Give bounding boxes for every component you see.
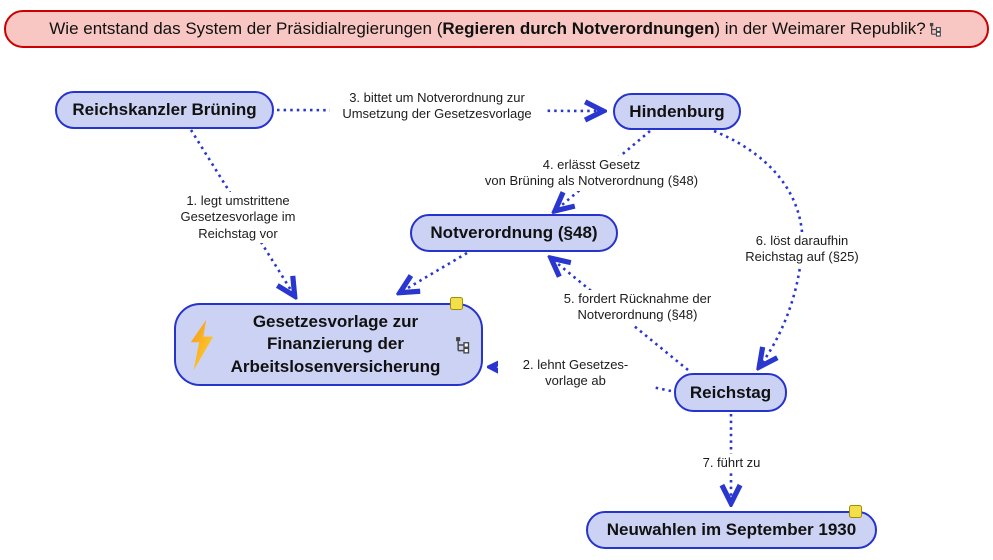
question-text-bold: Regieren durch Notverordnungen	[442, 19, 715, 38]
question-text-before: Wie entstand das System der Präsidialreg…	[49, 19, 443, 38]
node-label: Neuwahlen im September 1930	[606, 520, 857, 539]
node-label: Reichskanzler Brüning	[72, 100, 257, 119]
edge-label-2[interactable]: 2. lehnt Gesetzes- vorlage ab	[498, 356, 653, 391]
node-hindenburg[interactable]: Hindenburg	[613, 93, 741, 130]
node-reichskanzler-bruening[interactable]: Reichskanzler Brüning	[55, 91, 274, 129]
question-node[interactable]: Wie entstand das System der Präsidialreg…	[4, 10, 989, 48]
edge-label-7[interactable]: 7. führt zu	[684, 454, 779, 473]
edge-notverordnung-gesetzesvorlage[interactable]	[401, 251, 468, 292]
node-reichstag[interactable]: Reichstag	[674, 373, 787, 412]
branch-icon[interactable]	[929, 22, 944, 37]
branch-icon[interactable]	[455, 336, 473, 354]
edge-label-4[interactable]: 4. erlässt Gesetz von Brüning als Notver…	[468, 156, 715, 191]
node-neuwahlen[interactable]: Neuwahlen im September 1930	[586, 511, 877, 549]
node-label: Reichstag	[689, 382, 772, 402]
node-gesetzesvorlage[interactable]: Gesetzesvorlage zur Finanzierung der Arb…	[174, 303, 483, 386]
node-label: Notverordnung (§48)	[430, 223, 598, 242]
node-label: Hindenburg	[629, 101, 725, 121]
lightning-icon	[188, 318, 216, 372]
edge-label-6[interactable]: 6. löst daraufhin Reichstag auf (§25)	[712, 232, 892, 267]
question-text-after: ) in der Weimarer Republik?	[714, 19, 926, 38]
edge-label-3[interactable]: 3. bittet um Notverordnung zur Umsetzung…	[330, 89, 544, 124]
note-marker[interactable]	[849, 505, 862, 518]
node-notverordnung[interactable]: Notverordnung (§48)	[410, 214, 618, 252]
node-label: Gesetzesvorlage zur Finanzierung der Arb…	[230, 312, 441, 376]
note-marker[interactable]	[450, 297, 463, 310]
edge-label-1[interactable]: 1. legt umstrittene Gesetzesvorlage im R…	[152, 192, 324, 243]
edge-label-5[interactable]: 5. fordert Rücknahme der Notverordnung (…	[545, 290, 730, 325]
